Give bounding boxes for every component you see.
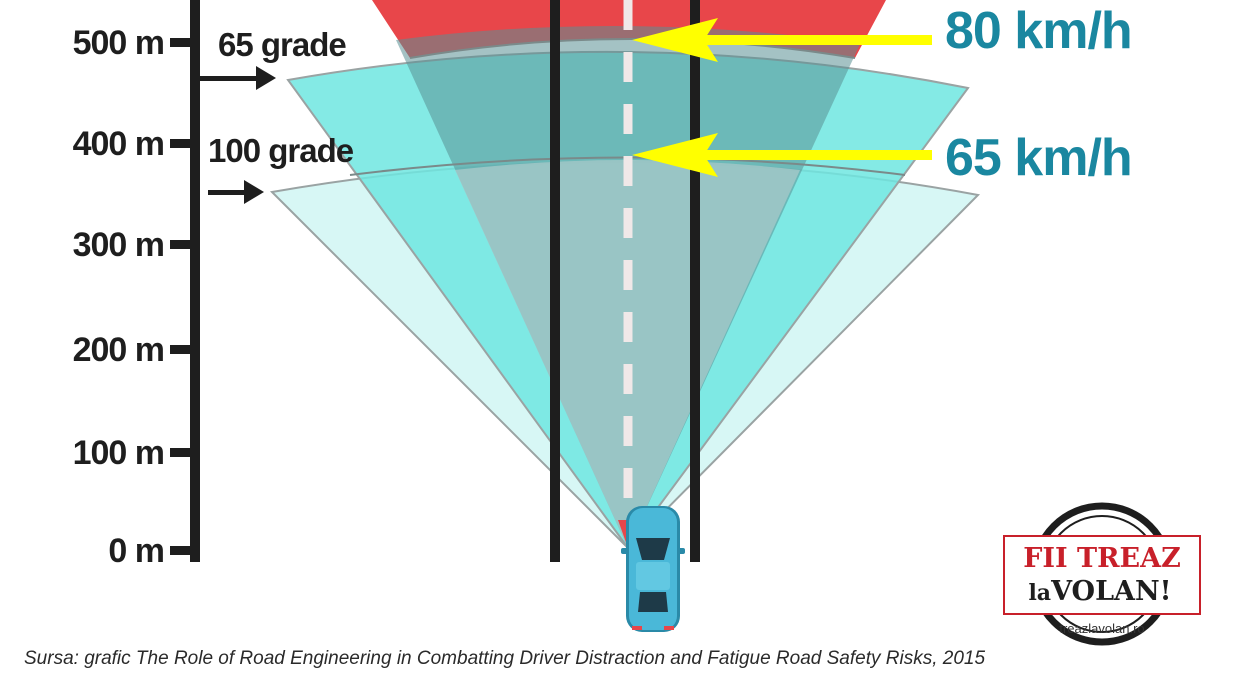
logo-line1: FII TREAZ <box>1023 543 1181 574</box>
tick-label-400: 400 m <box>73 125 164 163</box>
car-icon <box>621 506 685 632</box>
road-right-edge <box>690 0 700 562</box>
central-lower-cone <box>455 160 800 548</box>
angle-label-65: 65 grade <box>218 26 346 63</box>
distance-ticks <box>170 38 192 555</box>
arrow-65-grade <box>200 66 276 90</box>
tick-label-0: 0 m <box>108 532 164 570</box>
arrow-65 <box>632 133 932 177</box>
source-caption: Sursa: grafic The Role of Road Engineeri… <box>24 648 986 669</box>
tick-label-500: 500 m <box>73 24 164 62</box>
boundary-arc-80 <box>409 38 856 59</box>
speed-label-65: 65 km/h <box>945 129 1132 187</box>
speed-label-80: 80 km/h <box>945 2 1132 60</box>
tick-label-300: 300 m <box>73 226 164 264</box>
logo-line2-prefix: la <box>1028 580 1051 606</box>
logo-line2-main: VOLAN! <box>1050 576 1171 607</box>
arrow-100-grade <box>208 180 264 204</box>
arrow-80 <box>632 18 932 62</box>
logo-fii-treaz-la-volan: FII TREAZ laVOLAN! treazlavolan.ro <box>1003 502 1201 646</box>
logo-line2: laVOLAN! <box>1028 576 1171 607</box>
angle-label-100: 100 grade <box>208 132 354 169</box>
road-left-edge <box>550 0 560 562</box>
logo-url: treazlavolan.ro <box>1059 621 1144 636</box>
tick-label-100: 100 m <box>73 434 164 472</box>
tick-label-200: 200 m <box>73 331 164 369</box>
distance-axis-line <box>190 0 200 562</box>
